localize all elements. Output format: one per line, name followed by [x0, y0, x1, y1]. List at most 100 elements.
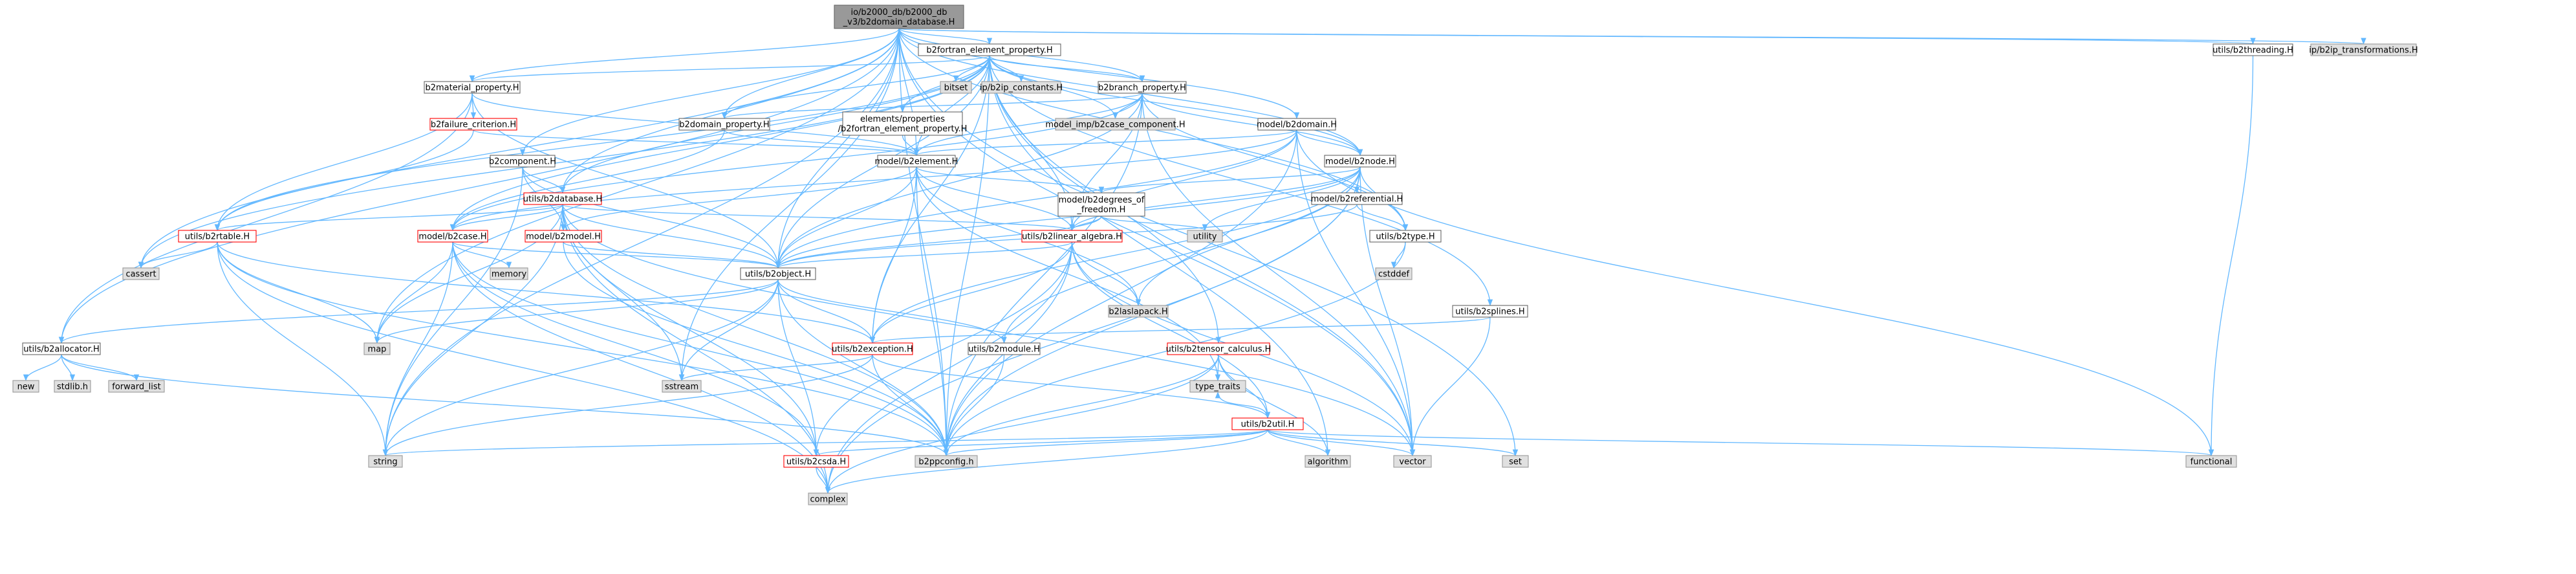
node-model[interactable]: model/b2model.H: [525, 230, 602, 243]
edge-domainprop-to-case: [449, 129, 725, 232]
node-failure[interactable]: b2failure_criterion.H: [429, 118, 517, 131]
node-node[interactable]: model/b2node.H: [1324, 155, 1396, 168]
node-label-type_traits: type_traits: [1195, 382, 1240, 392]
edge-linalg-to-object: [775, 241, 1073, 269]
node-new: new: [12, 380, 39, 393]
node-label-allocator: utils/b2allocator.H: [23, 345, 100, 355]
node-b2fortran[interactable]: b2fortran_element_property.H: [918, 43, 1061, 56]
node-referential[interactable]: model/b2referential.H: [1311, 192, 1403, 205]
edge-allocator-to-stdlib: [61, 354, 76, 382]
edge-material-to-allocator: [58, 93, 473, 344]
node-label-util: utils/b2util.H: [1241, 420, 1295, 430]
edge-rtable-to-complex: [217, 241, 831, 494]
node-label-branch: b2branch_property.H: [1098, 83, 1186, 93]
node-box-complex: [808, 492, 848, 505]
node-ipb2ip_const: ip/b2ip_constants.H: [980, 81, 1063, 94]
node-label-node: model/b2node.H: [1325, 157, 1395, 167]
node-box-tensor: [1167, 342, 1270, 355]
node-object[interactable]: utils/b2object.H: [740, 267, 816, 280]
edge-case-to-memory: [452, 241, 512, 269]
edge-case-to-csda: [452, 241, 819, 457]
node-csda[interactable]: utils/b2csda.H: [783, 455, 849, 468]
edge-root-to-material: [470, 28, 900, 83]
edge-domain-to-case: [450, 129, 1297, 232]
node-box-node: [1324, 155, 1396, 168]
node-threading[interactable]: utils/b2threading.H: [2213, 43, 2293, 56]
edge-util-to-string: [383, 429, 1268, 457]
node-box-dof: [1057, 192, 1145, 217]
node-type[interactable]: utils/b2type.H: [1369, 230, 1442, 243]
edge-root-to-component: [519, 28, 900, 157]
node-branch[interactable]: b2branch_property.H: [1098, 81, 1187, 94]
node-domain[interactable]: model/b2domain.H: [1257, 118, 1337, 131]
node-elemprops[interactable]: elements/properties/b2fortran_element_pr…: [838, 111, 968, 136]
node-box-map: [363, 342, 391, 355]
node-label-b2laslapack: b2laslapack.H: [1109, 307, 1167, 317]
node-rtable[interactable]: utils/b2rtable.H: [178, 230, 257, 243]
edge-b2fortran-to-cassert: [138, 55, 990, 269]
edge-root-to-map: [374, 28, 900, 344]
edge-rtable-to-string: [217, 241, 389, 457]
edge-branch-to-node: [1142, 93, 1363, 157]
node-label-stdlib: stdlib.h: [57, 382, 88, 392]
node-label-bitset: bitset: [944, 83, 968, 93]
node-box-object: [740, 267, 816, 280]
edge-b2fortran-to-exception: [869, 55, 990, 344]
node-dof[interactable]: model/b2degrees_of_freedom.H: [1057, 192, 1145, 217]
node-label-complex: complex: [810, 495, 845, 505]
node-bitset: bitset: [940, 81, 972, 94]
node-label-threading: utils/b2threading.H: [2213, 46, 2293, 56]
edge-database-to-rtable: [215, 204, 563, 232]
node-label-material: b2material_property.H: [426, 83, 519, 93]
node-box-set: [1502, 455, 1529, 468]
node-util[interactable]: utils/b2util.H: [1231, 417, 1304, 430]
node-label-map: map: [368, 345, 387, 355]
edge-element-to-exception: [869, 166, 917, 344]
node-label-algorithm: algorithm: [1308, 458, 1348, 467]
node-domainprop[interactable]: b2domain_property.H: [678, 118, 770, 131]
edge-dof-to-object: [775, 215, 1102, 269]
edge-node-to-linalg: [1069, 166, 1361, 232]
edge-domainprop-to-element: [724, 129, 920, 157]
node-set: set: [1502, 455, 1529, 468]
node-box-b2laslapack: [1108, 305, 1169, 318]
node-box-linalg: [1021, 230, 1123, 243]
node-exception[interactable]: utils/b2exception.H: [832, 342, 913, 355]
node-allocator[interactable]: utils/b2allocator.H: [22, 342, 101, 355]
node-label-sstream: sstream: [665, 382, 698, 392]
edge-model-to-object: [563, 241, 781, 269]
node-tensor[interactable]: utils/b2tensor_calculus.H: [1166, 342, 1272, 355]
node-layer: io/b2000_db/b2000_db_v3/b2domain_databas…: [12, 5, 2418, 505]
node-label-dof-line2: _freedom.H: [1077, 205, 1126, 215]
node-element[interactable]: model/b2element.H: [875, 155, 958, 168]
edge-database-to-linalg: [562, 204, 1075, 232]
node-box-case: [417, 230, 488, 243]
node-material[interactable]: b2material_property.H: [424, 81, 521, 94]
node-label-cassert: cassert: [125, 270, 156, 280]
node-label-csda: utils/b2csda.H: [786, 458, 846, 467]
node-label-element: model/b2element.H: [875, 157, 958, 167]
node-module[interactable]: utils/b2module.H: [968, 342, 1041, 355]
edge-root-to-b2fortran: [898, 28, 993, 45]
edge-util-to-vector: [1267, 429, 1416, 457]
edge-element-to-ppconfig: [916, 166, 949, 457]
node-splines[interactable]: utils/b2splines.H: [1452, 305, 1528, 318]
edge-element-to-dof: [916, 166, 1105, 194]
edge-tensor-to-ppconfig: [943, 354, 1219, 457]
node-label-rtable: utils/b2rtable.H: [185, 232, 250, 242]
edge-case-to-complex: [452, 241, 831, 494]
node-box-cstddef: [1375, 267, 1412, 280]
edge-case-to-ppconfig: [452, 241, 949, 457]
edge-database-to-map: [374, 204, 563, 344]
edge-dof-to-utility: [1101, 215, 1208, 232]
node-case[interactable]: model/b2case.H: [417, 230, 488, 243]
edge-case-to-string: [382, 241, 453, 457]
node-cstddef: cstddef: [1375, 267, 1412, 280]
node-linalg[interactable]: utils/b2linear_algebra.H: [1021, 230, 1123, 243]
edge-root-to-vector: [898, 28, 1416, 457]
node-root[interactable]: io/b2000_db/b2000_db_v3/b2domain_databas…: [834, 5, 964, 29]
node-database[interactable]: utils/b2database.H: [523, 192, 602, 205]
node-box-type_traits: [1189, 380, 1246, 393]
node-box-b2fortran: [918, 43, 1061, 56]
node-component[interactable]: b2component.H: [489, 155, 556, 168]
